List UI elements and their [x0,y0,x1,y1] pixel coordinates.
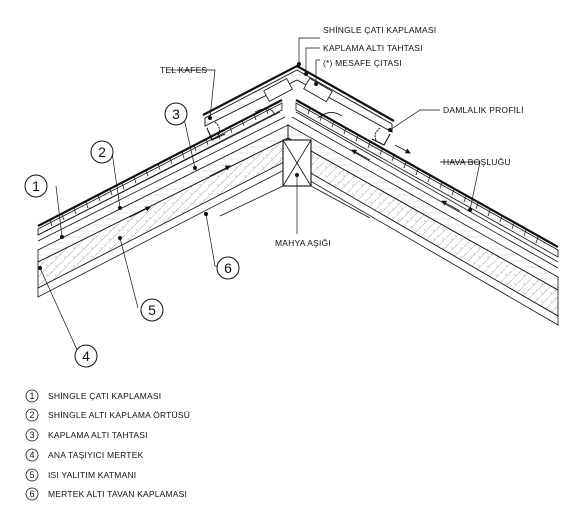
right-sheathing-board [295,102,559,258]
left-slope [37,99,289,298]
svg-text:3: 3 [29,430,34,440]
spacer-batten-left [263,78,293,102]
svg-text:SHİNGLE ÇATI KAPLAMASI: SHİNGLE ÇATI KAPLAMASI [48,391,161,401]
left-ceiling-lining [37,159,289,298]
svg-text:SHİNGLE ALTI KAPLAMA ÖRTÜSÜ: SHİNGLE ALTI KAPLAMA ÖRTÜSÜ [48,410,190,420]
legend-item-3: 3 KAPLAMA ALTI TAHTASI [25,428,148,442]
label-sheathing-board: KAPLAMA ALTI TAHTASI [323,43,423,53]
svg-text:4: 4 [82,348,90,364]
wire-mesh-right [374,127,381,143]
left-shingle-covering [37,99,283,227]
callout-4: 4 [74,344,98,368]
label-spacer-batten: (*) MESAFE ÇITASI [323,58,402,68]
legend-item-5: 5 ISI YALITIM KATMANI [25,468,136,482]
svg-text:2: 2 [98,144,106,160]
svg-text:ANA TAŞIYICI MERTEK: ANA TAŞIYICI MERTEK [48,450,144,460]
label-wire-mesh: TEL KAFES [160,65,207,75]
legend-item-6: 6 MERTEK ALTI TAVAN KAPLAMASI [25,487,187,501]
label-air-gap: HAVA BOŞLUĞU [443,157,511,167]
left-shingle-tabs [49,107,269,227]
leader-dots [38,62,472,270]
svg-text:5: 5 [148,302,156,318]
svg-text:3: 3 [172,106,180,122]
right-shingle-tabs [307,107,539,244]
ridge-vent-right [371,133,391,146]
right-airflow-arrow-3 [394,144,411,154]
spacer-batten-right [303,77,333,103]
svg-text:1: 1 [29,391,34,401]
ridge-beam [219,139,371,219]
svg-text:6: 6 [29,489,34,499]
right-slope [287,99,559,326]
right-airflow-arrow-2 [441,200,461,212]
ridge-cap [202,64,395,146]
left-airflow-arrow-2 [209,165,231,177]
svg-text:2: 2 [29,410,34,420]
svg-text:KAPLAMA ALTI TAHTASI: KAPLAMA ALTI TAHTASI [48,430,148,440]
callout-1: 1 [24,174,48,198]
legend-item-2: 2 SHİNGLE ALTI KAPLAMA ÖRTÜSÜ [25,408,190,422]
ridge-vent-left [206,127,226,141]
legend-item-1: 1 SHİNGLE ÇATI KAPLAMASI [25,389,161,403]
label-drip-profile: DAMLALIK PROFİLİ [443,105,524,115]
svg-text:1: 1 [32,178,40,194]
callout-2: 2 [90,140,114,164]
svg-text:5: 5 [29,470,34,480]
svg-text:MERTEK ALTI TAVAN KAPLAMASI: MERTEK ALTI TAVAN KAPLAMASI [48,489,187,499]
leader-lines [39,37,481,353]
right-shingle-covering [295,99,559,248]
callout-6: 6 [216,256,240,280]
wire-mesh-left [214,121,220,137]
right-airflow-arrow-1 [351,149,371,161]
svg-text:4: 4 [29,450,34,460]
callout-3: 3 [164,102,188,126]
right-rafter-band [287,124,559,291]
label-ridge-beam: MAHYA AŞIĞI [275,238,331,248]
legend: 1 SHİNGLE ÇATI KAPLAMASI 2 SHİNGLE ALTI … [25,389,190,501]
callout-5: 5 [140,298,164,322]
left-rafter-band [37,124,289,263]
ridge-cap-board [204,69,393,133]
svg-text:6: 6 [224,260,232,276]
legend-item-4: 4 ANA TAŞIYICI MERTEK [25,448,144,462]
label-shingle-covering: SHİNGLE ÇATI KAPLAMASI [323,25,436,35]
svg-text:ISI YALITIM KATMANI: ISI YALITIM KATMANI [48,470,136,480]
left-airflow-arrow-1 [129,206,151,218]
